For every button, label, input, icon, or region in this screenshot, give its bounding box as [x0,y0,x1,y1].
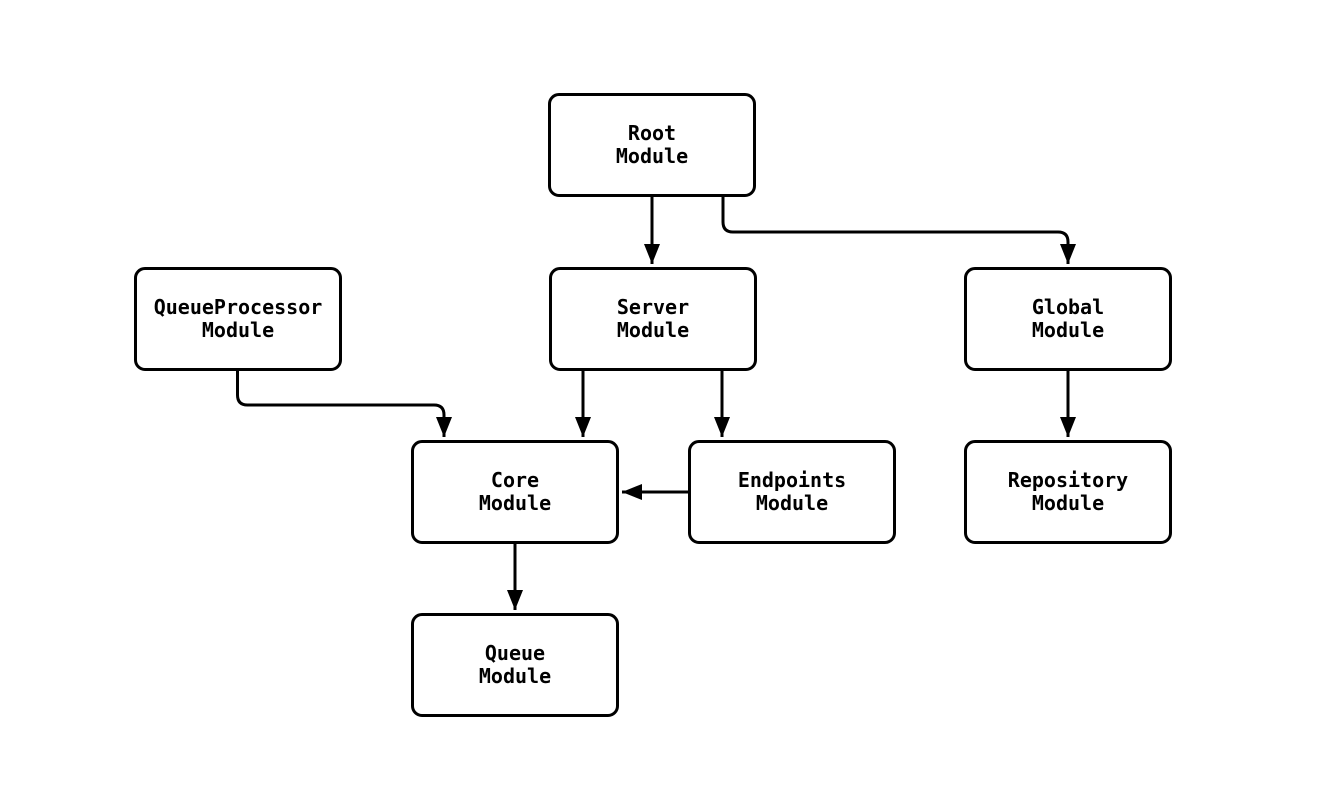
node-label-line: Core [490,468,540,492]
node-endpoints-module: Endpoints Module [688,440,896,544]
node-label-line: QueueProcessor [153,295,323,319]
edge-root-to-global [721,197,1076,264]
node-repository-module: Repository Module [964,440,1172,544]
node-label-line: Module [755,491,829,515]
node-label-line: Module [615,144,689,168]
node-global-module: Global Module [964,267,1172,371]
node-label-line: Module [201,318,275,342]
node-label-line: Module [1031,318,1105,342]
node-label-line: Module [616,318,690,342]
node-label-line: Server [616,295,690,319]
node-core-module: Core Module [411,440,619,544]
node-label-line: Global [1031,295,1105,319]
node-label-line: Endpoints [737,468,847,492]
node-root-module: Root Module [548,93,756,197]
node-label-line: Module [478,664,552,688]
node-label-line: Root [627,121,677,145]
edge-queueprocessor-to-core [236,371,452,437]
node-server-module: Server Module [549,267,757,371]
node-queue-module: Queue Module [411,613,619,717]
node-queueprocessor-module: QueueProcessor Module [134,267,342,371]
node-label-line: Queue [484,641,546,665]
node-label-line: Module [1031,491,1105,515]
node-label-line: Repository [1007,468,1129,492]
node-label-line: Module [478,491,552,515]
